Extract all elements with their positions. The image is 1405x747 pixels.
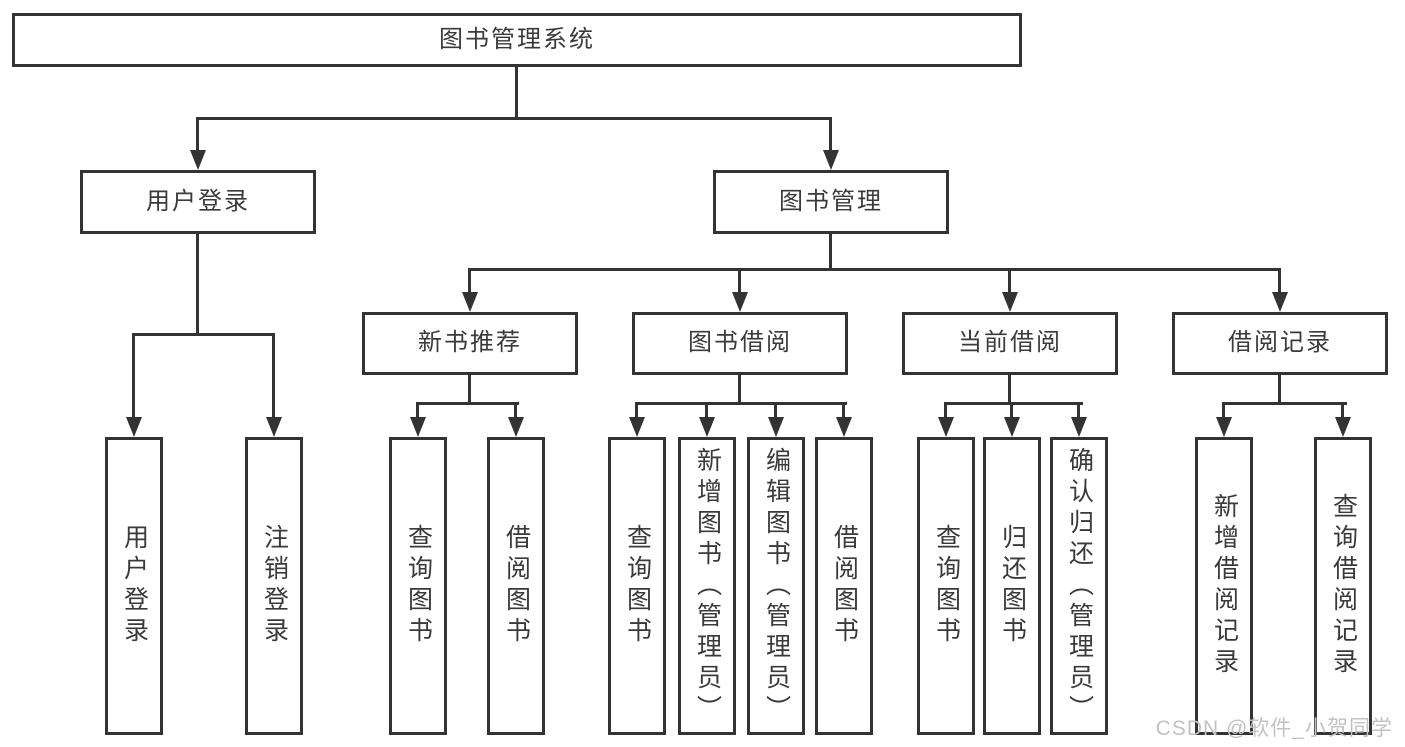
arrow-down-icon [1071,417,1087,437]
leaf-user-login: 用户登录 [105,437,163,735]
connector-stem-root [515,67,518,118]
connector-drop-l3 [1278,268,1281,294]
arrow-down-icon [126,417,142,437]
connector-drop-leaf [1341,402,1344,419]
leaf-label: 新增借阅记录 [1210,493,1239,679]
connector-drop-book-management [829,117,832,152]
connector-drop-leaf [705,402,708,419]
connector-bar-current-borrowing [944,402,1083,405]
node-label: 借阅记录 [1228,329,1332,357]
arrow-down-icon [266,417,282,437]
connector-drop-leaf [774,402,777,419]
node-book-management: 图书管理 [713,170,949,234]
connector-bar-book-borrowing [635,402,847,405]
connector-drop-leaf [416,402,419,419]
connector-drop-leaf [1222,402,1225,419]
arrow-down-icon [410,417,426,437]
leaf-label: 用户登录 [120,524,149,648]
arrow-down-icon [190,150,206,170]
arrow-down-icon [823,150,839,170]
connector-bar-new-book [416,402,519,405]
leaf-records-query-record: 查询借阅记录 [1314,437,1372,735]
leaf-label: 借阅图书 [830,524,859,648]
leaf-label: 确认归还（管理员） [1065,446,1094,726]
leaf-current-return-books: 归还图书 [983,437,1041,735]
connector-drop-leaf [944,402,947,419]
leaf-label: 借阅图书 [502,524,531,648]
arrow-down-icon [1002,292,1018,312]
leaf-current-confirm-return-admin: 确认归还（管理员） [1050,437,1108,735]
connector-stem-book-management [829,234,832,271]
leaf-borrowing-borrow-books: 借阅图书 [815,437,873,735]
watermark: CSDN @软件_小贺同学 [1155,717,1393,740]
node-current-borrowing: 当前借阅 [902,312,1118,375]
leaf-label: 查询借阅记录 [1329,493,1358,679]
arrow-down-icon [1335,417,1351,437]
connector-stem-new-book [468,375,471,405]
leaf-current-query-books: 查询图书 [917,437,975,735]
arrow-down-icon [938,417,954,437]
connector-drop-l3 [468,268,471,294]
connector-stem-current-borrowing [1008,375,1011,405]
connector-stem-user-login [196,234,199,336]
node-label: 用户登录 [146,187,250,215]
arrow-down-icon [768,417,784,437]
leaf-logout: 注销登录 [245,437,303,735]
node-borrowing-records: 借阅记录 [1172,312,1388,375]
connector-drop-leaf [514,402,517,419]
node-label: 图书借阅 [688,329,792,357]
node-label: 图书管理 [779,187,883,215]
node-label: 新书推荐 [418,329,522,357]
leaf-label: 查询图书 [404,524,433,648]
leaf-label: 注销登录 [260,524,289,648]
connector-drop-leaf [272,333,275,419]
leaf-borrowing-add-books-admin: 新增图书（管理员） [678,437,736,735]
arrow-down-icon [732,292,748,312]
node-book-borrowing: 图书借阅 [632,312,848,375]
node-label: 当前借阅 [958,329,1062,357]
leaf-borrowing-edit-books-admin: 编辑图书（管理员） [747,437,805,735]
arrow-down-icon [508,417,524,437]
leaf-newbook-query-books: 查询图书 [389,437,447,735]
leaf-records-add-record: 新增借阅记录 [1195,437,1253,735]
node-label: 图书管理系统 [439,25,595,53]
arrow-down-icon [1272,292,1288,312]
arrow-down-icon [699,417,715,437]
node-user-login: 用户登录 [80,170,316,234]
connector-drop-leaf [1010,402,1013,419]
connector-bar-borrowing-records [1222,402,1347,405]
connector-drop-l3 [738,268,741,294]
node-library-system: 图书管理系统 [12,13,1022,67]
arrow-down-icon [836,417,852,437]
arrow-down-icon [1004,417,1020,437]
arrow-down-icon [1216,417,1232,437]
connector-drop-leaf [1077,402,1080,419]
leaf-label: 编辑图书（管理员） [762,446,791,726]
connector-drop-l3 [1008,268,1011,294]
leaf-label: 查询图书 [932,524,961,648]
leaf-label: 查询图书 [623,524,652,648]
connector-drop-leaf [842,402,845,419]
leaf-borrowing-query-books: 查询图书 [608,437,666,735]
arrow-down-icon [462,292,478,312]
node-new-book-recommend: 新书推荐 [362,312,578,375]
leaf-label: 归还图书 [998,524,1027,648]
leaf-label: 新增图书（管理员） [693,446,722,726]
connector-bar-book-management [468,268,1281,271]
leaf-newbook-borrow-books: 借阅图书 [487,437,545,735]
connector-drop-user-login [196,117,199,152]
connector-drop-leaf [132,333,135,419]
connector-bar-root [196,117,832,120]
connector-drop-leaf [635,402,638,419]
arrow-down-icon [629,417,645,437]
connector-stem-borrowing-records [1278,375,1281,405]
connector-bar-user-login [132,333,275,336]
connector-stem-book-borrowing [738,375,741,405]
